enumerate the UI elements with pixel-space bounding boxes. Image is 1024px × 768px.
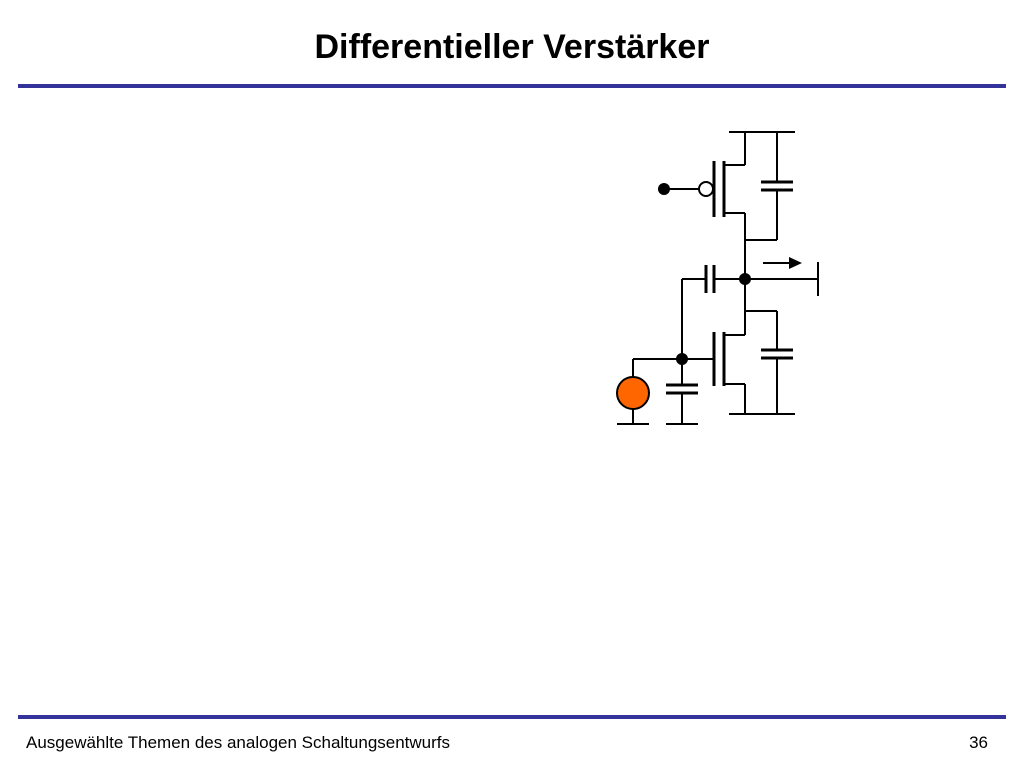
nmos-transistor <box>682 279 795 415</box>
pmos-drain-capacitor <box>745 132 793 241</box>
bias-input-node <box>658 183 670 195</box>
signal-source <box>616 358 682 425</box>
title-divider <box>18 84 1006 88</box>
gate-capacitor <box>666 353 698 425</box>
footer-divider <box>18 715 1006 719</box>
nmos-drain-capacitor <box>745 310 793 414</box>
slide-title: Differentieller Verstärker <box>314 28 710 66</box>
page-number: 36 <box>969 733 988 752</box>
coupling-capacitor <box>681 265 745 359</box>
output-arrow <box>763 257 802 269</box>
output-node <box>739 262 819 296</box>
pmos-transistor <box>658 131 795 278</box>
footer-text: Ausgewählte Themen des analogen Schaltun… <box>26 733 451 752</box>
pmos-gate-bubble <box>698 181 714 197</box>
